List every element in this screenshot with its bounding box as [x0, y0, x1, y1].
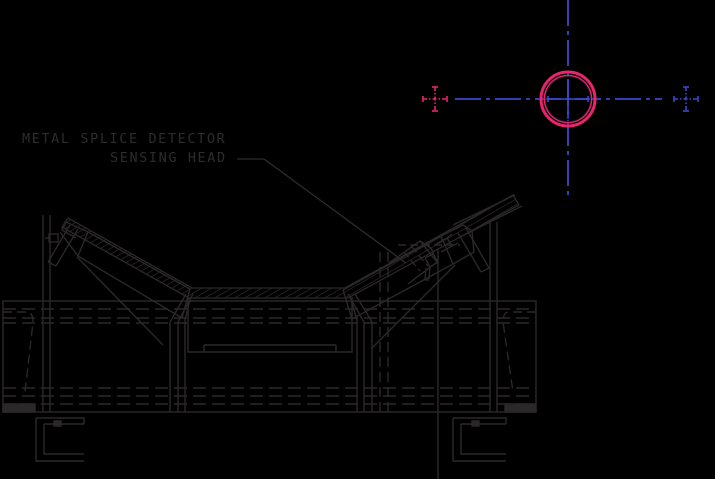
target-center-tick	[547, 79, 589, 119]
right-mounting-channel	[452, 417, 507, 462]
trough-idler-assembly	[2, 194, 537, 479]
center-roller	[187, 297, 353, 353]
frame-diagonal-braces	[76, 256, 456, 349]
hidden-detail-lines	[379, 244, 460, 412]
blue-crosshair-icon	[673, 86, 699, 112]
annotation-leader-line	[237, 158, 407, 264]
idler-frame-stringer	[2, 300, 537, 413]
frame-vertical-posts	[42, 215, 498, 479]
belt-extension-lines	[452, 194, 523, 238]
annotation-line-2: SENSING HEAD	[110, 150, 227, 166]
annotation-line-1: METAL SPLICE DETECTOR	[22, 131, 227, 147]
target-inner-circle-edge	[543, 74, 593, 124]
left-wing-roller	[45, 221, 191, 320]
idler-support-legs	[169, 293, 373, 412]
left-mounting-channel	[35, 417, 85, 462]
centerline-target-symbol	[455, 0, 662, 196]
sensing-head-body	[424, 233, 459, 281]
target-outer-circle	[539, 70, 597, 128]
pink-crosshair-icon	[422, 86, 448, 112]
